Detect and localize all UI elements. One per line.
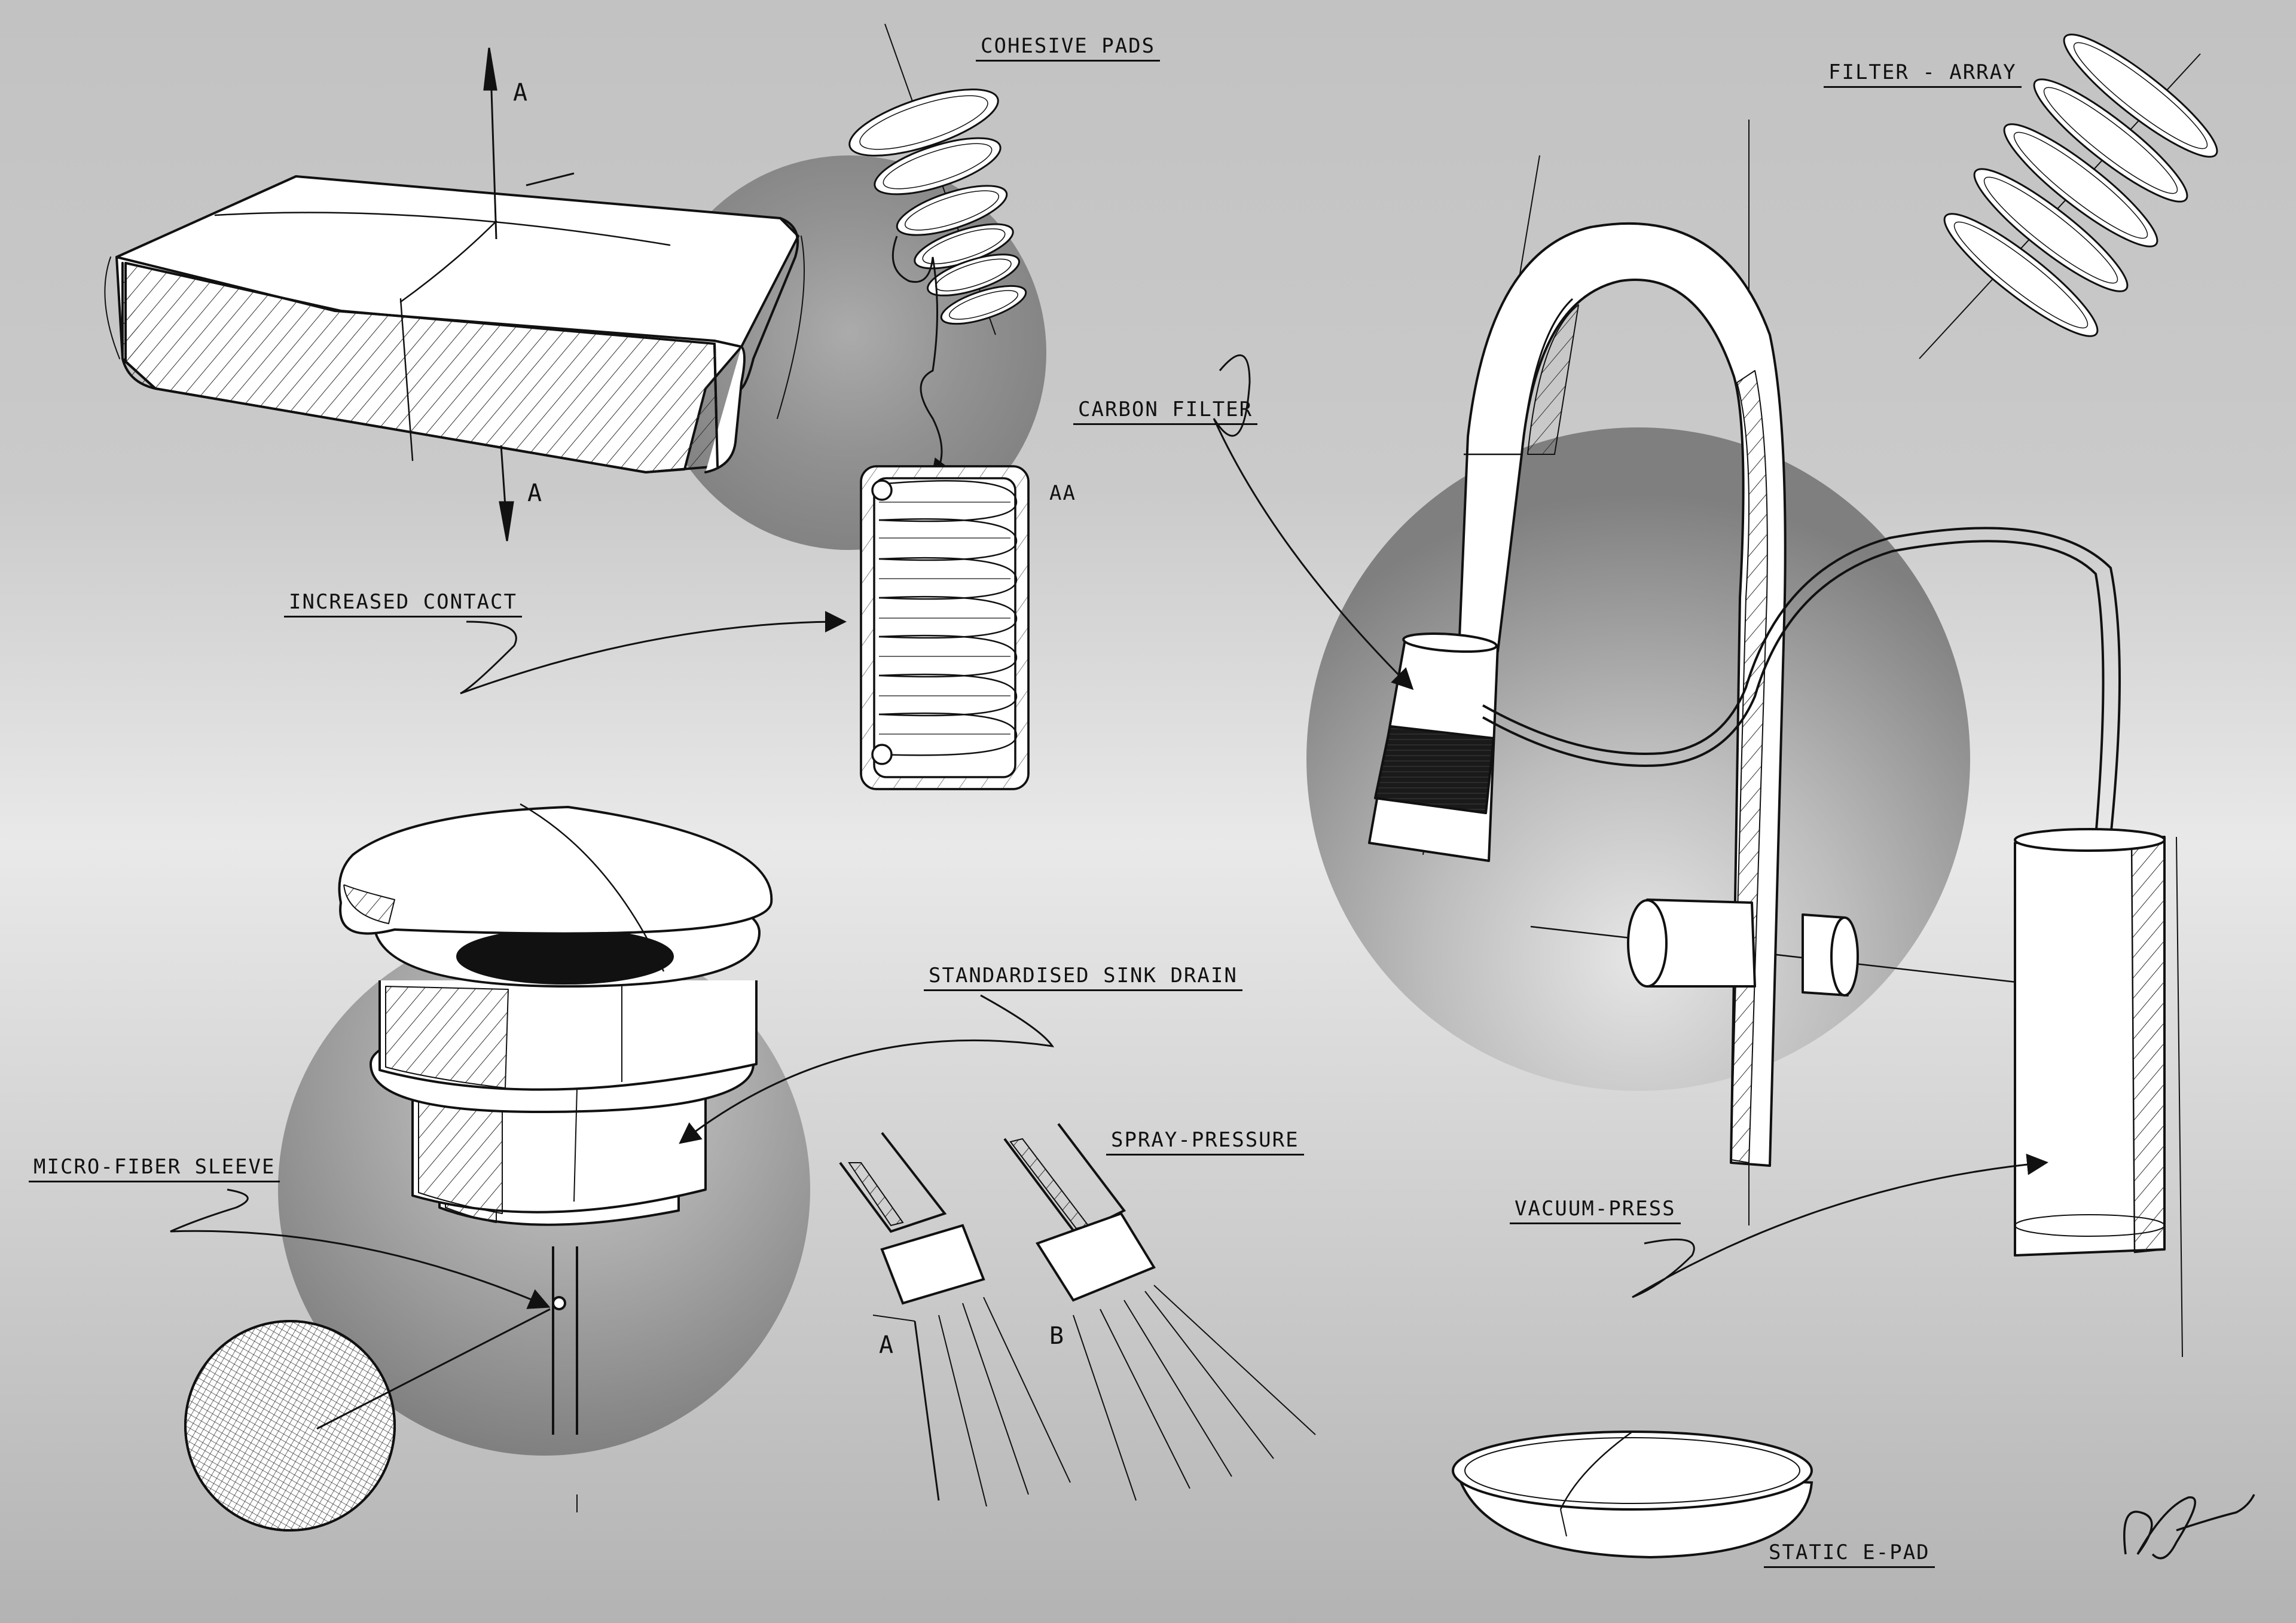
faucet-sketch [1368, 120, 2183, 1358]
static-e-pad-label: STATIC E-PAD [1764, 1542, 1935, 1568]
standardised-sink-drain-label: STANDARDISED SINK DRAIN [924, 965, 1242, 991]
artist-signature [2123, 1494, 2255, 1560]
filter-array-sketch [1919, 33, 2218, 359]
increased-contact-label: INCREASED CONTACT [284, 592, 522, 618]
section-line-a [483, 47, 575, 542]
pads-leader-line [891, 236, 952, 481]
filter-array-label: FILTER - ARRAY [1824, 62, 2022, 88]
vacuum-press-leader [1632, 1153, 2048, 1298]
increased-contact-leader [460, 611, 847, 695]
cohesive-pads-stack [848, 23, 1027, 335]
carbon-filter-label: CARBON FILTER [1073, 399, 1258, 425]
sink-drain-sketch [338, 803, 773, 1512]
contact-block-sketch [104, 175, 805, 473]
section-marker-bottom: A [527, 479, 544, 507]
spray-marker-a: A [879, 1331, 895, 1359]
section-detail-aa [860, 465, 1030, 790]
static-e-pad-sketch [1452, 1431, 1813, 1559]
sink-drain-leader [679, 994, 1055, 1144]
detail-marker-aa: AA [1049, 481, 1076, 505]
section-marker-top: A [513, 79, 529, 106]
spray-nozzle-b [1003, 1123, 1316, 1501]
micro-fiber-sleeve-label: MICRO-FIBER SLEEVE [29, 1157, 280, 1182]
spray-marker-b: B [1049, 1322, 1065, 1350]
vacuum-press-label: VACUUM-PRESS [1510, 1199, 1681, 1224]
spray-pressure-label: SPRAY-PRESSURE [1106, 1130, 1304, 1156]
cohesive-pads-label: COHESIVE PADS [976, 36, 1161, 62]
spray-nozzle-a [839, 1132, 1071, 1507]
micro-fiber-leader [170, 1188, 551, 1309]
micro-fiber-mesh [184, 1308, 551, 1532]
